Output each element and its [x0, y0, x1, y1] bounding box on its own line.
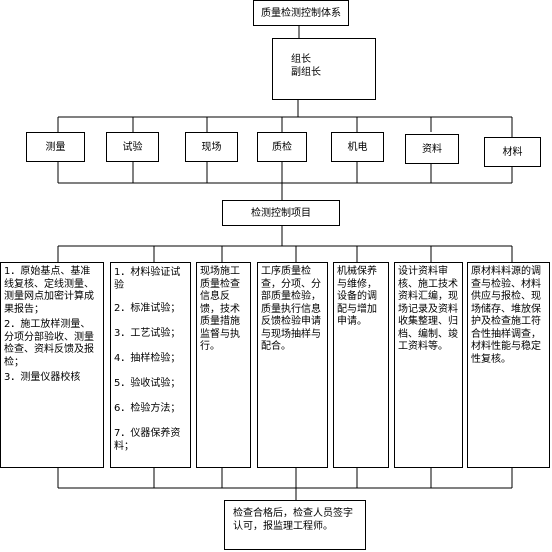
column-item: 设计资料审核、施工技术资料汇编，现场记录及资料收集整理、归档、编制、竣工资料等。	[398, 266, 458, 352]
dept-site: 现场	[185, 132, 238, 162]
column-item: 6．检验方法；	[114, 403, 181, 414]
column-item: 4．抽样检验；	[114, 353, 181, 364]
column-site: 现场施工质量检查信息反馈，技术质量措施监督与执行。	[196, 262, 251, 468]
column-item: 现场施工质量检查信息反馈，技术质量措施监督与执行。	[200, 266, 240, 352]
dept-survey: 测量	[26, 132, 85, 162]
column-survey: 1．原始基点、基准线复核、定线测量、测量网点加密计算成果报告； 2．施工放样测量…	[0, 262, 104, 468]
project-box: 检测控制项目	[222, 200, 340, 226]
column-mechanical: 机械保养与维修，设备的调配与增加申请。	[333, 262, 389, 468]
column-item: 2．标准试验；	[114, 303, 181, 314]
column-testing: 1．材料验证试验 2．标准试验； 3．工艺试验； 4．抽样检验； 5．验收试验；…	[110, 262, 191, 468]
dept-materials: 材料	[484, 137, 541, 167]
column-item: 5．验收试验；	[114, 378, 181, 389]
final-box: 检查合格后，检查人员签字认可，报监理工程师。	[224, 500, 366, 550]
column-item: 7．仪器保养资料；	[114, 428, 181, 452]
final-text: 检查合格后，检查人员签字认可，报监理工程师。	[233, 508, 353, 532]
title-text: 质量检测控制体系	[261, 7, 341, 19]
column-item: 1．材料验证试验	[114, 267, 181, 291]
column-quality: 工序质量检查，分项、分部质量检验，质量执行信息反馈检验申请与现场抽样与配合。	[257, 262, 328, 468]
column-item: 3．工艺试验；	[114, 328, 181, 339]
column-item: 机械保养与维修，设备的调配与增加申请。	[337, 266, 377, 327]
column-item: 1．原始基点、基准线复核、定线测量、测量网点加密计算成果报告；	[4, 266, 94, 315]
column-documents: 设计资料审核、施工技术资料汇编，现场记录及资料收集整理、归档、编制、竣工资料等。	[394, 262, 463, 468]
dept-documents: 资料	[405, 134, 459, 164]
column-item: 原材料料源的调查与检验、材料供应与报检、现场储存、堆放保护及检查施工符合性抽样调…	[471, 266, 541, 365]
project-text: 检测控制项目	[251, 207, 311, 219]
column-item: 工序质量检查，分项、分部质量检验，质量执行信息反馈检验申请与现场抽样与配合。	[261, 266, 321, 352]
column-item: 3．测量仪器校核	[4, 372, 81, 383]
deputy-leader-title: 副组长	[291, 67, 321, 78]
leader-title: 组长	[291, 54, 311, 65]
leader-box: 组长 副组长	[272, 38, 376, 100]
column-item: 2．施工放样测量、分项分部验收、测量检查、资料反馈及报检；	[4, 319, 94, 368]
column-materials: 原材料料源的调查与检验、材料供应与报检、现场储存、堆放保护及检查施工符合性抽样调…	[467, 262, 550, 468]
dept-mechanical: 机电	[331, 132, 384, 162]
title-box: 质量检测控制体系	[253, 0, 349, 26]
dept-testing: 试验	[106, 132, 159, 162]
dept-quality: 质检	[257, 132, 307, 162]
